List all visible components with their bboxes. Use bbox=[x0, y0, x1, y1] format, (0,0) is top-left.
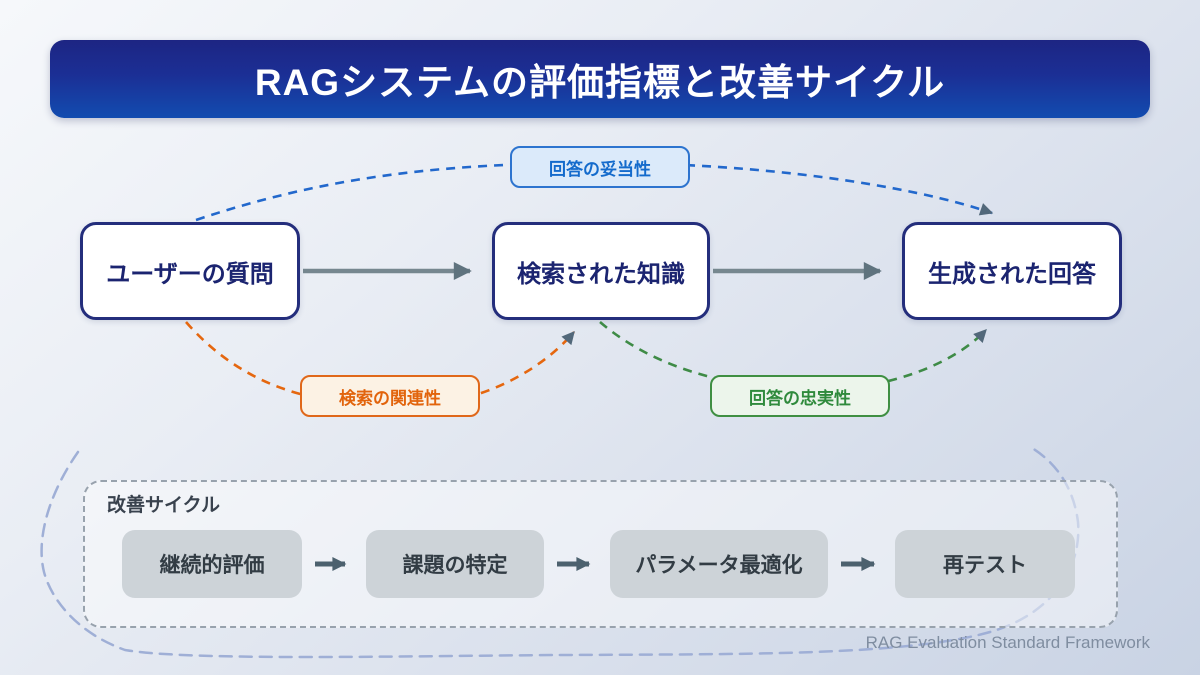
node-generated-answer: 生成された回答 bbox=[902, 222, 1122, 320]
metric-pill-answer-validity: 回答の妥当性 bbox=[510, 146, 690, 188]
cycle-step-continuous-evaluation: 継続的評価 bbox=[122, 530, 302, 598]
cycle-step-retest: 再テスト bbox=[895, 530, 1075, 598]
footer-caption: RAG Evaluation Standard Framework bbox=[865, 633, 1150, 652]
node-user-question: ユーザーの質問 bbox=[80, 222, 300, 320]
node-retrieved-knowledge: 検索された知識 bbox=[492, 222, 710, 320]
metric-pill-answer-faithfulness: 回答の忠実性 bbox=[710, 375, 890, 417]
cycle-step-issue-identification: 課題の特定 bbox=[366, 530, 544, 598]
cycle-step-parameter-optimization: パラメータ最適化 bbox=[610, 530, 828, 598]
page-title: RAGシステムの評価指標と改善サイクル bbox=[254, 62, 946, 103]
title-banner: RAGシステムの評価指標と改善サイクル bbox=[50, 40, 1150, 118]
improvement-cycle-heading: 改善サイクル bbox=[107, 495, 221, 516]
metric-pill-retrieval-relevance: 検索の関連性 bbox=[300, 375, 480, 417]
